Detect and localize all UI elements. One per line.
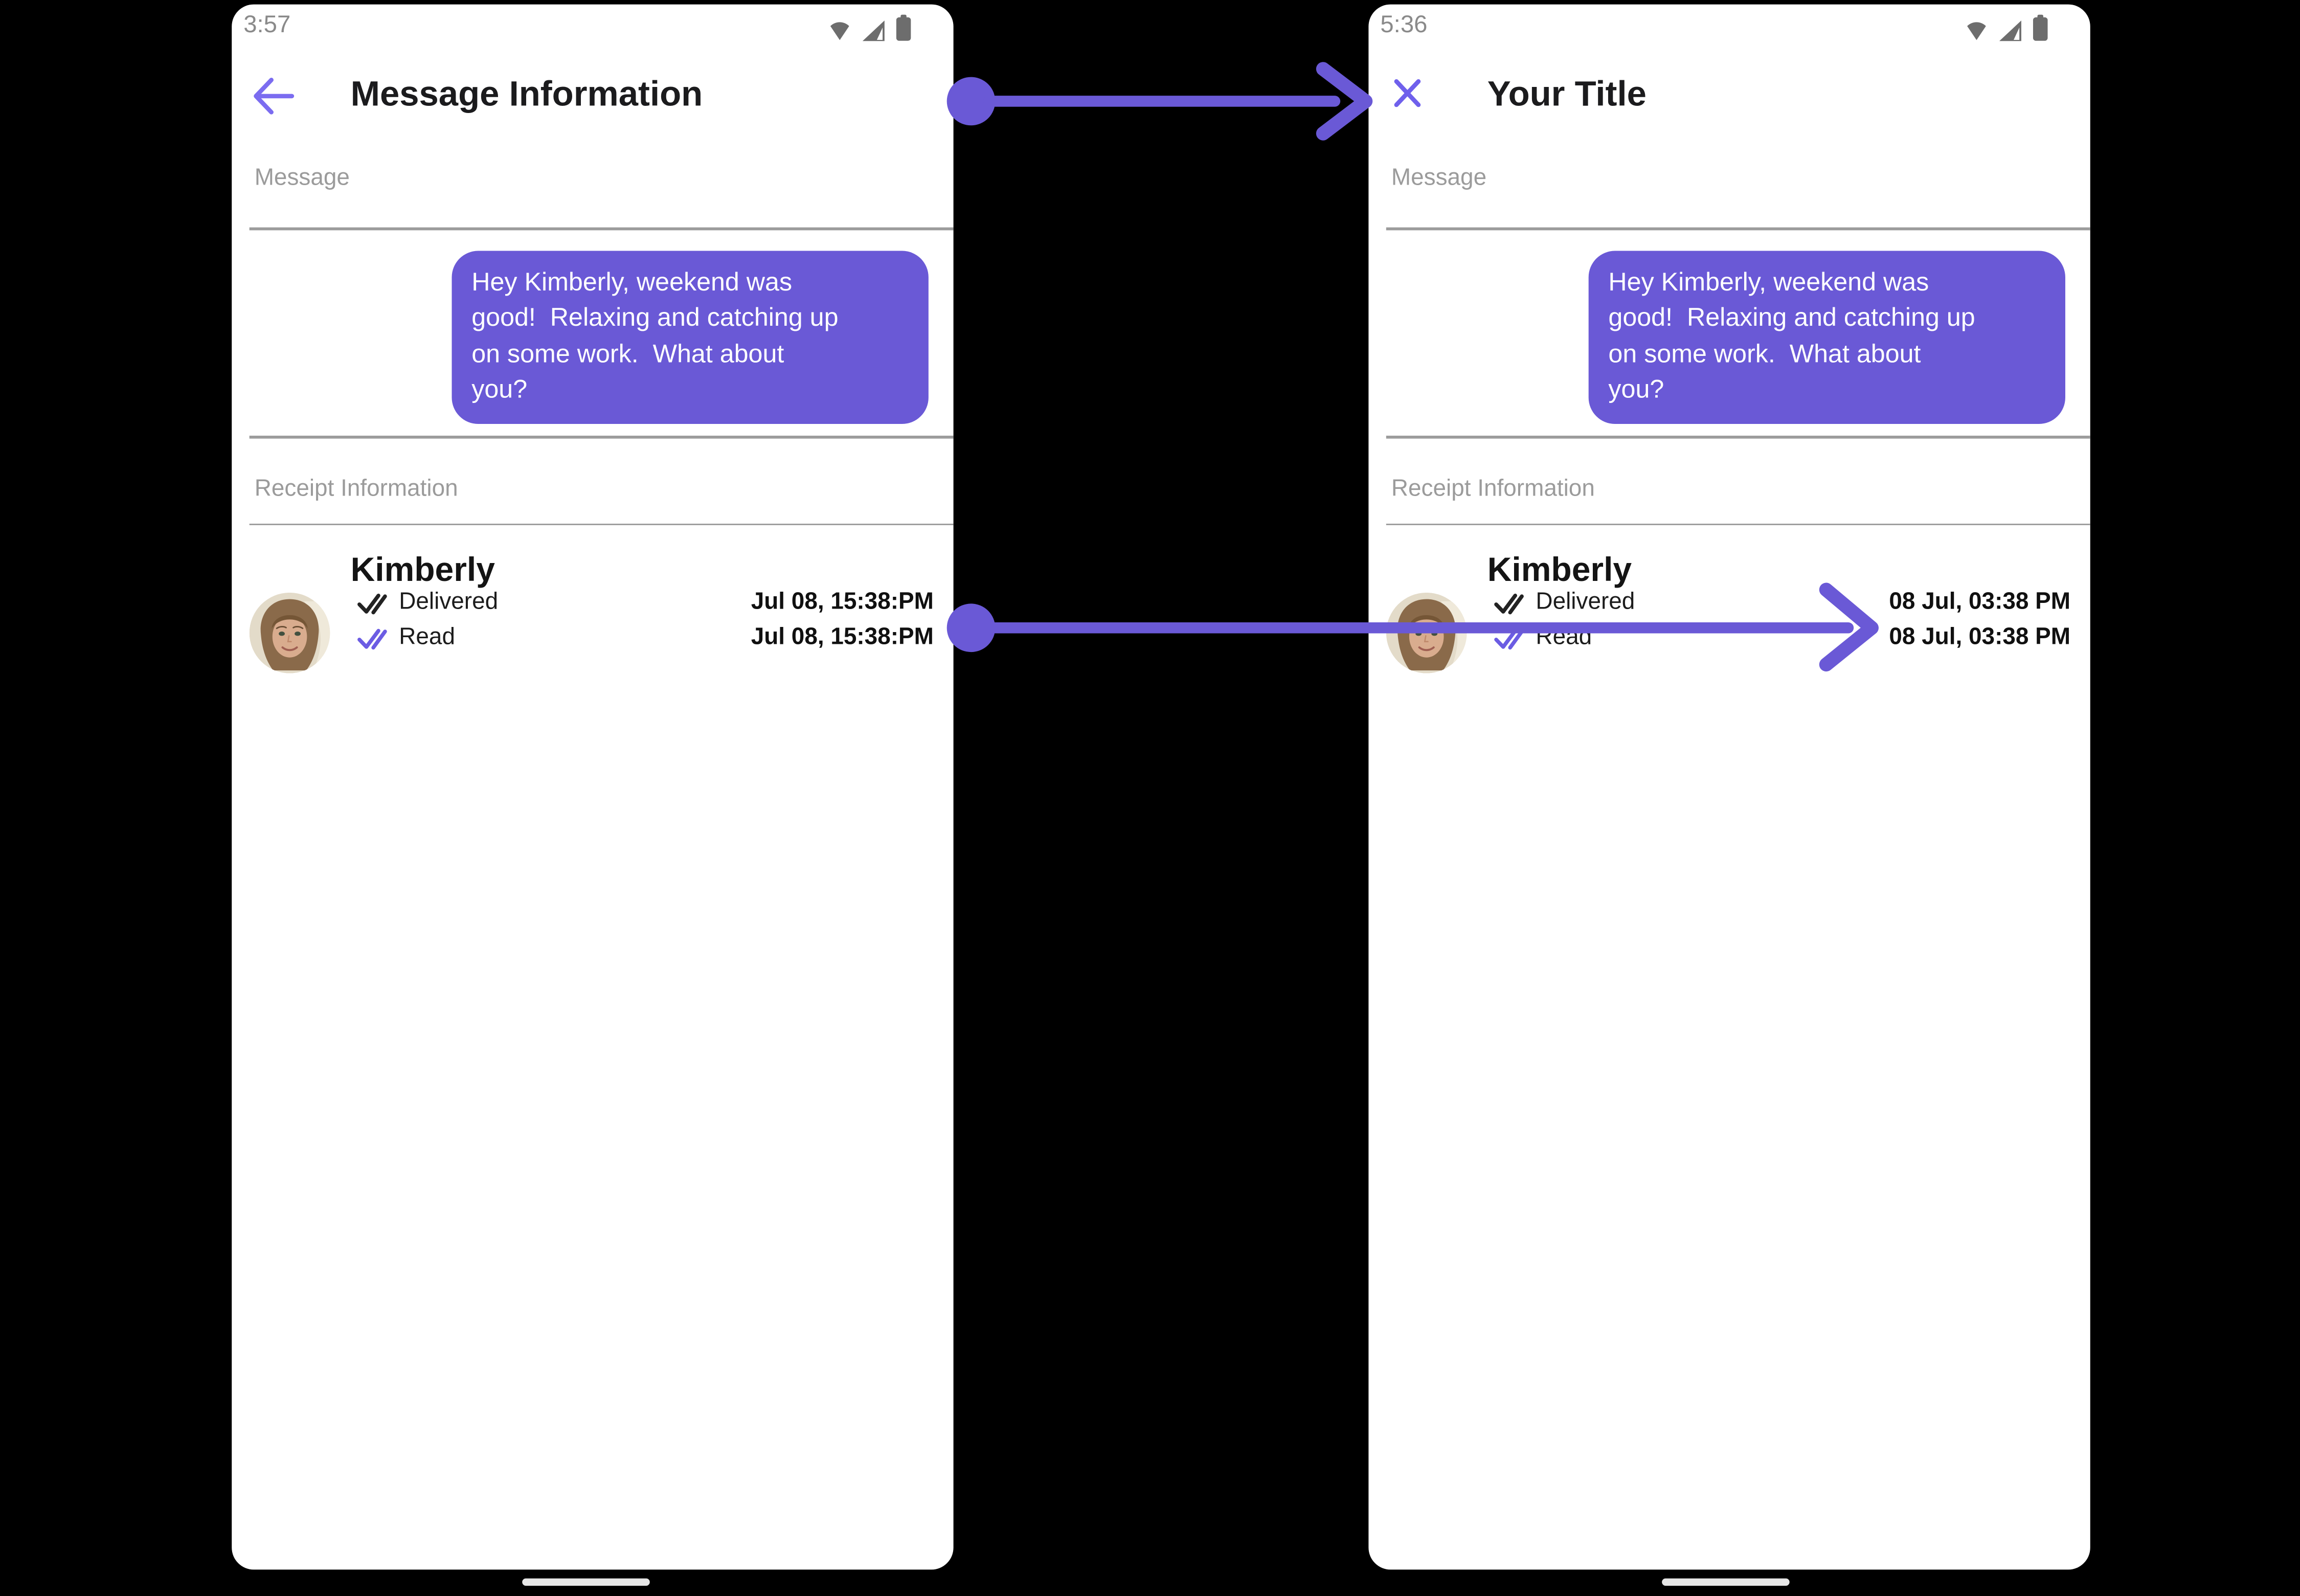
receipt-timestamp: Jul 08, 15:38:PM	[751, 590, 934, 615]
divider	[1386, 436, 2090, 439]
back-arrow-icon[interactable]	[251, 76, 295, 116]
avatar	[1386, 592, 1467, 673]
divider	[249, 523, 953, 526]
message-bubble: Hey Kimberly, weekend was good! Relaxing…	[1588, 250, 2065, 424]
receipt-timestamp: Jul 08, 15:38:PM	[751, 625, 934, 650]
divider	[1386, 523, 2090, 526]
receipt-status: Read	[1536, 625, 1592, 650]
delivered-double-check-icon	[1493, 592, 1524, 614]
receipt-status: Delivered	[1536, 590, 1635, 615]
divider	[1386, 228, 2090, 231]
status-time: 5:36	[1380, 11, 1428, 38]
receipt-section-label: Receipt Information	[254, 476, 458, 502]
message-section-label: Message	[1391, 165, 1487, 191]
arrow-header-mapping	[946, 62, 1373, 141]
page-title: Message Information	[350, 74, 703, 115]
receipt-row-delivered: Delivered Jul 08, 15:38:PM	[356, 587, 934, 619]
gesture-bar-handle[interactable]	[1662, 1578, 1790, 1586]
divider	[249, 436, 953, 439]
wifi-icon	[1964, 16, 1989, 41]
page-title: Your Title	[1487, 74, 1647, 115]
receipt-row-read: Read Jul 08, 15:38:PM	[356, 622, 934, 655]
cell-signal-icon	[1998, 20, 2022, 41]
status-icons	[1964, 14, 2047, 41]
status-time: 3:57	[243, 11, 291, 38]
phone-screen-after: 5:36 Your Title Message Hey Kimberly, we…	[1368, 4, 2090, 1569]
read-double-check-icon	[1493, 627, 1524, 649]
status-icons	[826, 14, 910, 41]
message-section-label: Message	[254, 165, 350, 191]
gesture-bar-handle[interactable]	[522, 1578, 650, 1586]
receipt-status: Read	[399, 625, 455, 650]
receipt-timestamp: 08 Jul, 03:38 PM	[1889, 590, 2071, 615]
phone-screen-before: 3:57 Message Information Message Hey Kim…	[232, 4, 953, 1569]
wifi-icon	[826, 16, 851, 41]
receipt-status: Delivered	[399, 590, 499, 615]
contact-name: Kimberly	[350, 550, 495, 588]
message-bubble: Hey Kimberly, weekend was good! Relaxing…	[451, 250, 928, 424]
contact-name: Kimberly	[1487, 550, 1632, 588]
battery-icon	[895, 14, 910, 41]
delivered-double-check-icon	[356, 592, 387, 614]
receipt-timestamp: 08 Jul, 03:38 PM	[1889, 625, 2071, 650]
receipt-row-delivered: Delivered 08 Jul, 03:38 PM	[1493, 587, 2070, 619]
divider	[249, 228, 953, 231]
receipt-section-label: Receipt Information	[1391, 476, 1595, 502]
read-double-check-icon	[356, 627, 387, 649]
battery-icon	[2032, 14, 2047, 41]
close-icon[interactable]	[1393, 79, 1422, 107]
avatar	[249, 592, 330, 673]
cell-signal-icon	[862, 20, 885, 41]
receipt-row-read: Read 08 Jul, 03:38 PM	[1493, 622, 2070, 655]
